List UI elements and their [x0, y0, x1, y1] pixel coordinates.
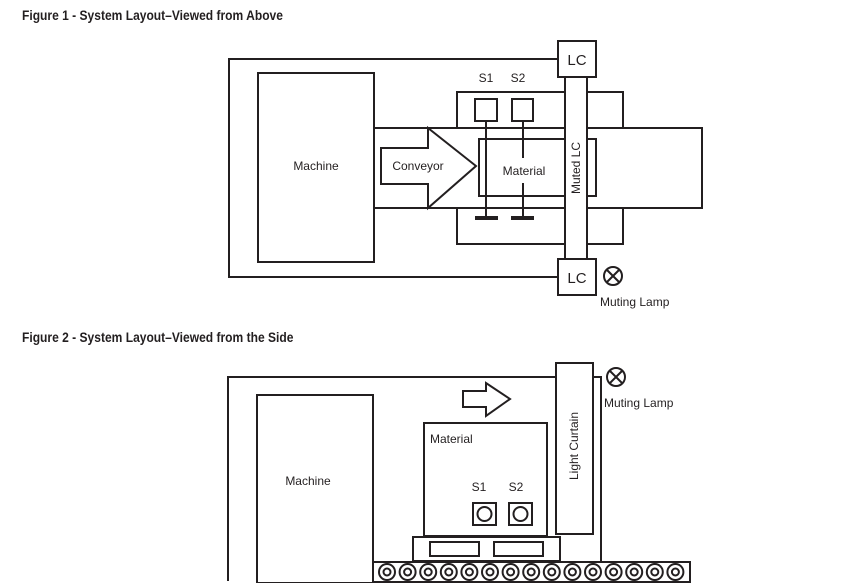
roller: [650, 567, 660, 577]
roller: [506, 567, 516, 577]
roller: [567, 567, 577, 577]
roller: [625, 563, 644, 581]
machine-label: Machine: [293, 159, 339, 173]
outer-frame-right: [593, 376, 602, 562]
muting-lamp-label: Muting Lamp: [604, 396, 674, 410]
outer-frame: [227, 376, 556, 581]
lc-bottom-label: LC: [567, 270, 586, 287]
outer-frame: [228, 58, 558, 278]
roller: [382, 567, 392, 577]
sensor-s1: [472, 502, 497, 526]
roller: [481, 563, 499, 581]
roller: [423, 567, 433, 577]
roller: [547, 567, 557, 577]
roller: [604, 563, 623, 581]
roller: [526, 567, 536, 577]
lc-bottom-box: [557, 258, 597, 296]
roller: [419, 563, 438, 581]
roller: [666, 563, 685, 581]
light-curtain: [555, 362, 594, 535]
conveyor-label: Conveyor: [392, 159, 443, 173]
roller: [464, 567, 474, 577]
muting-lamp-icon: [606, 367, 626, 387]
muting-lamp-label: Muting Lamp: [600, 295, 670, 309]
roller: [563, 563, 582, 581]
roller-conveyor: [372, 561, 691, 583]
roller: [522, 563, 541, 581]
roller: [378, 563, 396, 581]
roller: [588, 567, 598, 577]
roller: [645, 563, 664, 581]
roller: [439, 563, 458, 581]
lc-top-box: [557, 40, 597, 78]
s1-label: S1: [472, 480, 487, 494]
roller: [444, 567, 454, 577]
roller: [609, 567, 619, 577]
machine-label: Machine: [285, 474, 331, 488]
conveyor-arrow: [380, 125, 478, 211]
roller: [460, 563, 479, 581]
roller: [670, 567, 680, 577]
figure1-top-view: Machine Conveyor Material S1 S2 Muted LC…: [228, 40, 703, 309]
sensor-s2: [511, 98, 534, 122]
roller: [403, 567, 413, 577]
roller: [501, 563, 520, 581]
s2-label: S2: [511, 71, 526, 85]
roller: [398, 563, 417, 581]
material-label: Material: [503, 164, 546, 178]
figure1-title: Figure 1 - System Layout–Viewed from Abo…: [22, 7, 283, 23]
machine-box: [257, 72, 375, 263]
roller: [485, 567, 495, 577]
lc-top-label: LC: [567, 52, 586, 69]
pallet-slot: [429, 541, 480, 557]
s2-label: S2: [509, 480, 524, 494]
s1-reflector: [475, 216, 498, 220]
sensor-s1: [474, 98, 498, 122]
muting-lamp-icon: [603, 266, 623, 286]
pallet-slot: [493, 541, 544, 557]
roller: [542, 563, 561, 581]
roller: [584, 563, 602, 581]
sensor-s2: [508, 502, 533, 526]
s1-label: S1: [479, 71, 494, 85]
direction-arrow: [462, 381, 512, 418]
machine-box: [256, 394, 374, 583]
rollers: [378, 563, 685, 581]
figure2-title: Figure 2 - System Layout–Viewed from the…: [22, 329, 294, 345]
material-label: Material: [430, 432, 473, 446]
light-curtain-label: Light Curtain: [567, 412, 581, 480]
lower-sensor-mount: [456, 207, 624, 245]
roller: [629, 567, 639, 577]
figure2-side-view: Machine Material S1 S2 Light Curtain Mut…: [227, 362, 691, 583]
muted-lc-label: Muted LC: [569, 142, 583, 194]
s2-reflector: [511, 216, 534, 220]
